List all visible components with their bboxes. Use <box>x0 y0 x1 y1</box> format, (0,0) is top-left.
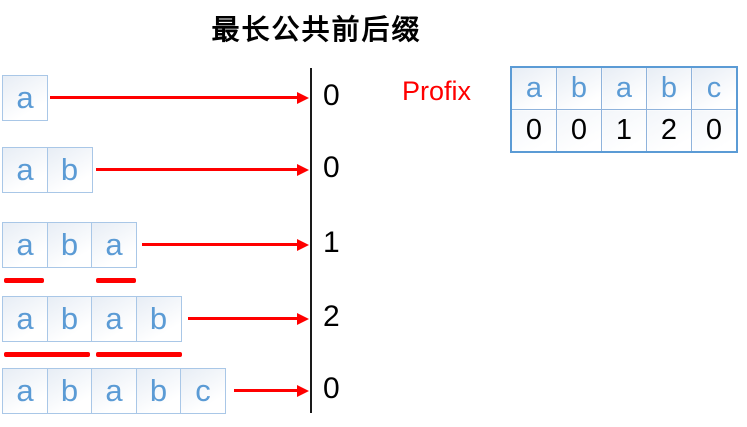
match-underline <box>96 278 136 283</box>
page-title: 最长公共前后缀 <box>211 14 422 45</box>
match-underline <box>96 352 182 357</box>
sequence-cell: a <box>2 147 48 193</box>
sequence-cell: a <box>2 296 48 342</box>
sequence-cell: c <box>180 368 226 414</box>
table-header-cell: a <box>601 66 647 110</box>
prefix-value: 1 <box>323 226 340 259</box>
table-value-cell: 0 <box>556 109 602 153</box>
sequence-cell: b <box>135 368 182 414</box>
prefix-value: 0 <box>323 151 340 184</box>
sequence-cell: a <box>2 75 48 121</box>
prefix-value: 0 <box>323 372 340 405</box>
prefix-value: 0 <box>323 79 340 112</box>
sequence-cell: a <box>2 368 48 414</box>
sequence-cell: a <box>91 368 137 414</box>
match-underline <box>4 278 44 283</box>
sequence-row: a <box>2 75 48 121</box>
arrow <box>142 243 297 246</box>
prefix-value: 2 <box>323 300 340 333</box>
table-value-cell: 2 <box>646 109 692 153</box>
profix-label: Profix <box>402 76 472 106</box>
table-header-cell: c <box>691 66 738 110</box>
sequence-cell: a <box>2 222 48 268</box>
table-header-cell: b <box>646 66 692 110</box>
table-header-cell: a <box>510 66 557 110</box>
sequence-cell: a <box>91 222 137 268</box>
sequence-cell: b <box>46 147 93 193</box>
sequence-cell: b <box>46 368 93 414</box>
match-underline <box>4 352 90 357</box>
arrow <box>188 317 297 320</box>
arrow <box>50 96 297 99</box>
table-value-cell: 1 <box>601 109 647 153</box>
table-value-cell: 0 <box>691 109 738 153</box>
sequence-cell: b <box>46 222 93 268</box>
sequence-cell: a <box>91 296 137 342</box>
sequence-cell: b <box>46 296 93 342</box>
table-header-cell: b <box>556 66 602 110</box>
arrow <box>234 389 297 392</box>
arrow <box>96 168 297 171</box>
number-line <box>310 68 312 413</box>
sequence-cell: b <box>135 296 182 342</box>
table-value-cell: 0 <box>510 109 557 153</box>
